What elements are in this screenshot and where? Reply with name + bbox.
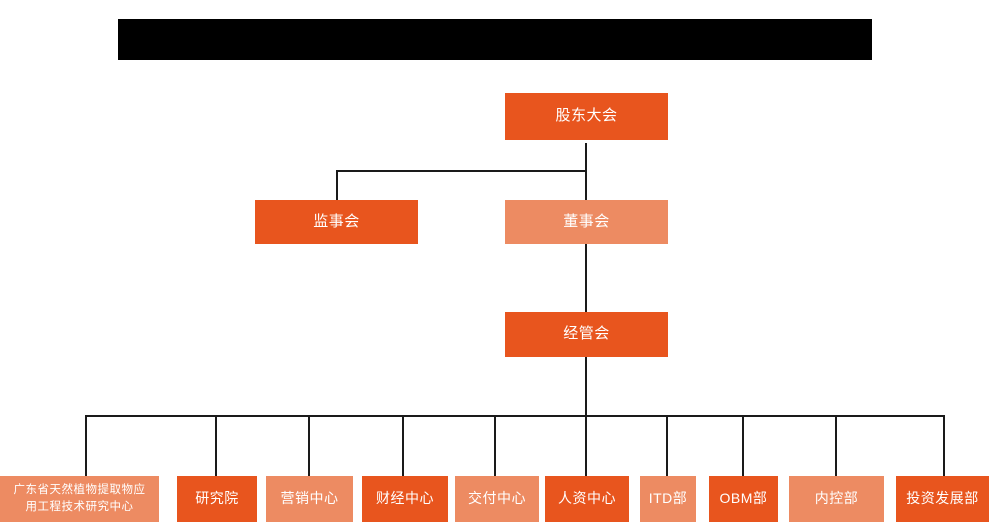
node-hr[interactable]: 人资中心 [545, 476, 629, 522]
node-itd[interactable]: ITD部 [640, 476, 696, 522]
redacted-title-bar [118, 19, 872, 60]
connector-directors-to-management [585, 240, 587, 312]
node-marketing[interactable]: 营销中心 [266, 476, 353, 522]
connector-drop-itd [666, 415, 668, 476]
node-internal-control-label: 内控部 [814, 490, 859, 507]
node-shareholders-label: 股东大会 [555, 107, 618, 125]
connector-drop-research-center [85, 415, 87, 476]
node-investment-label: 投资发展部 [906, 490, 979, 507]
node-institute[interactable]: 研究院 [177, 476, 257, 522]
node-obm-label: OBM部 [719, 490, 768, 507]
node-directors-label: 董事会 [563, 212, 610, 230]
node-shareholders[interactable]: 股东大会 [505, 93, 668, 140]
connector-drop-finance [402, 415, 404, 476]
connector-drop-hr [585, 415, 587, 476]
node-directors[interactable]: 董事会 [505, 200, 668, 244]
node-itd-label: ITD部 [648, 490, 688, 507]
node-delivery-label: 交付中心 [468, 490, 526, 507]
node-supervisors-label: 监事会 [313, 212, 360, 230]
connector-drop-institute [215, 415, 217, 476]
node-marketing-label: 营销中心 [280, 490, 339, 507]
node-management-label: 经管会 [563, 325, 610, 343]
node-hr-label: 人资中心 [558, 490, 616, 507]
node-obm[interactable]: OBM部 [709, 476, 778, 522]
connector-level2-bus [336, 170, 587, 172]
connector-drop-delivery [494, 415, 496, 476]
node-finance-label: 财经中心 [376, 490, 434, 507]
connector-shareholders-down [585, 143, 587, 172]
node-research-center[interactable]: 广东省天然植物提取物应 用工程技术研究中心 [0, 476, 159, 522]
node-research-center-label: 广东省天然植物提取物应 用工程技术研究中心 [13, 484, 146, 513]
connector-drop-investment [943, 415, 945, 476]
node-delivery[interactable]: 交付中心 [455, 476, 539, 522]
connector-drop-obm [742, 415, 744, 476]
connector-to-supervisors [336, 170, 338, 200]
node-finance[interactable]: 财经中心 [362, 476, 448, 522]
node-institute-label: 研究院 [195, 490, 239, 507]
node-management[interactable]: 经管会 [505, 312, 668, 357]
connector-drop-marketing [308, 415, 310, 476]
node-investment[interactable]: 投资发展部 [896, 476, 989, 522]
connector-drop-internal-control [835, 415, 837, 476]
connector-management-down [585, 357, 587, 416]
connector-departments-bus [85, 415, 945, 417]
node-supervisors[interactable]: 监事会 [255, 200, 418, 244]
node-internal-control[interactable]: 内控部 [789, 476, 884, 522]
connector-to-directors [585, 170, 587, 200]
